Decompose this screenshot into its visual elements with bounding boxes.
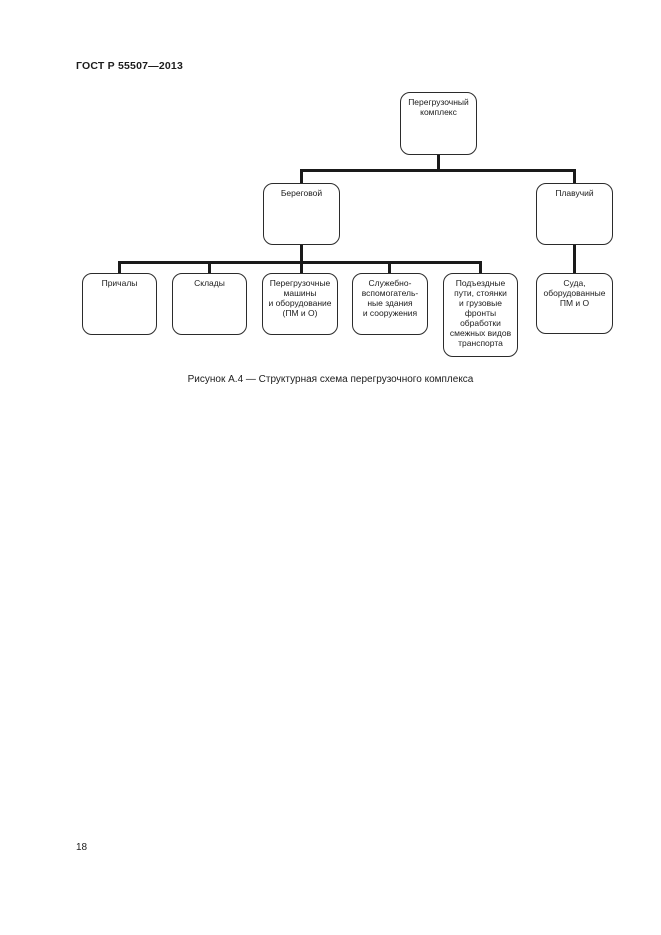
node-beregovoy: Береговой (263, 183, 340, 245)
connector-stub-sluzhebno (388, 261, 391, 274)
node-sklady: Склады (172, 273, 247, 335)
node-sluzhebno-vspomogatelnye: Служебно- вспомогатель- ные здания и соо… (352, 273, 428, 335)
connector-stub-sklady (208, 261, 211, 274)
connector-stub-beregovoy (300, 169, 303, 184)
connector-stub-plavuchiy (573, 169, 576, 184)
connector-beregovoy-vertical (300, 243, 303, 263)
node-peregruzochny-kompleks: Перегрузочный комплекс (400, 92, 477, 155)
connector-stub-prichaly (118, 261, 121, 274)
connector-stub-podezdnye (479, 261, 482, 274)
page-number: 18 (76, 842, 88, 853)
connector-root-vertical (437, 154, 440, 171)
node-plavuchiy: Плавучий (536, 183, 613, 245)
node-podezdnye-puti: Подъездные пути, стоянки и грузовые фрон… (443, 273, 518, 357)
figure-caption: Рисунок А.4 — Структурная схема перегруз… (187, 374, 474, 385)
connector-plavuchiy-vertical (573, 243, 576, 274)
node-suda: Суда, оборудованные ПМ и О (536, 273, 613, 334)
document-header: ГОСТ Р 55507—2013 (76, 60, 184, 72)
node-peregruzochnye-mashiny: Перегрузочные машины и оборудование (ПМ … (262, 273, 338, 335)
node-prichaly: Причалы (82, 273, 157, 335)
connector-level1-horizontal (300, 169, 576, 172)
connector-stub-peregruzochnye (300, 261, 303, 274)
